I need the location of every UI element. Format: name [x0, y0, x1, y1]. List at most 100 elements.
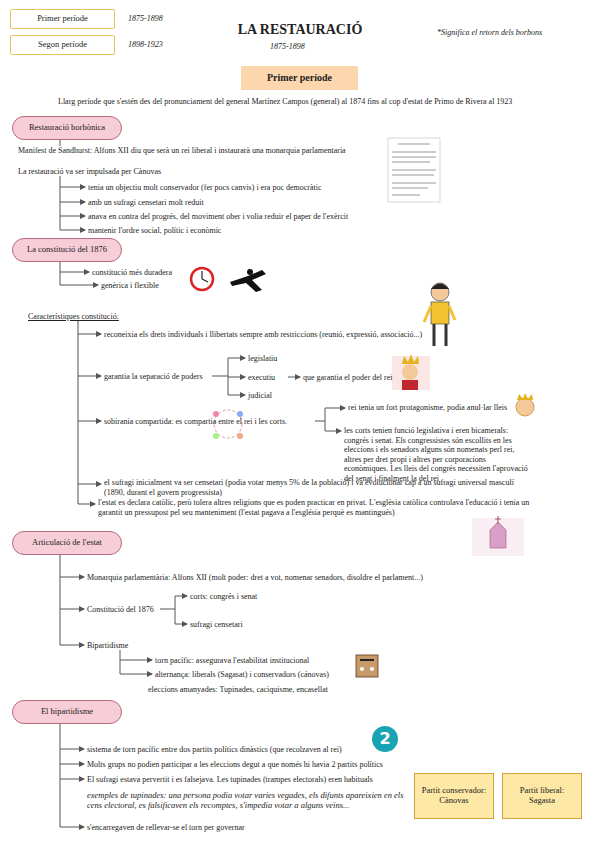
text-label: Constitució del 1876 — [87, 605, 177, 615]
person-figure — [424, 283, 455, 346]
branch-line — [60, 724, 61, 827]
topic-box: Articulació de l'estat — [12, 531, 122, 555]
branch-line — [325, 431, 341, 432]
people-circle-image — [237, 433, 243, 439]
topic-box: La constitució del 1876 — [12, 238, 122, 262]
branch-line — [60, 749, 84, 750]
text-label: exemples de tupinades: una persona podia… — [87, 790, 409, 810]
text-label: sufragi censetari — [190, 620, 310, 630]
branch-line — [60, 609, 84, 610]
text-label: Monarquia parlamentària: Alfons XII (mol… — [87, 573, 507, 583]
text-label: mantenir l'ordre social, polític i econò… — [88, 226, 388, 236]
text-label: legislatiu — [248, 354, 308, 364]
branch-line — [175, 624, 187, 625]
branch-line — [325, 408, 345, 409]
ballot-box-image — [360, 659, 374, 661]
text-label: Característiques constitució: — [28, 312, 188, 322]
text-label: Molts grups no podien participar a les e… — [87, 760, 457, 770]
dancer-symbol — [230, 269, 266, 292]
document-image — [388, 138, 440, 202]
branch-line — [60, 230, 85, 231]
text-label: torn pacífic: assegurava l'estabilitat i… — [155, 656, 355, 666]
king-image — [402, 354, 419, 364]
branch-line — [228, 358, 245, 359]
topic-box: Partit liberal: Sagasta — [502, 773, 582, 819]
node-text: Partit liberal: Sagasta — [506, 786, 578, 806]
branch-line — [60, 187, 85, 188]
text-label: El sufragi estava pervertit i es falseja… — [87, 775, 409, 785]
text-label: amb un sufragi censetari molt reduit — [88, 198, 388, 208]
node-text: 2 — [379, 730, 390, 748]
text-label: Llarg període que s'estén des del pronun… — [58, 97, 578, 107]
node-text: Articulació de l'estat — [32, 538, 102, 548]
document-image — [388, 138, 440, 202]
topic-box: Primer període — [10, 9, 115, 29]
branch-line — [78, 421, 101, 422]
people-circle-image — [237, 411, 243, 417]
text-label: 1875-1898 — [270, 42, 330, 52]
topic-box: Segon període — [10, 35, 115, 55]
ballot-box-image — [360, 667, 364, 671]
text-label: anava en contra del progrés, del movimen… — [88, 212, 408, 222]
topic-box: Restauració borbònica — [12, 116, 122, 140]
text-label: s'encarregaven de rellevar-se el torn pe… — [87, 823, 337, 833]
text-label: sistema de torn pacífic entre dos partit… — [87, 745, 427, 755]
topic-box: Partit conservador: Cànovas — [414, 773, 494, 819]
branch-line — [60, 140, 61, 146]
ballot-box-image — [370, 667, 374, 671]
king-image — [392, 354, 430, 390]
branch-line — [78, 504, 95, 505]
person-figure — [431, 302, 449, 324]
branch-line — [60, 779, 84, 780]
text-label: les corts tenien funció legislativa i er… — [344, 426, 530, 484]
branch-line — [60, 764, 84, 765]
text-label: La restauració va ser impulsada per Càno… — [18, 167, 318, 177]
branch-line — [120, 660, 152, 661]
text-label: constitució més duradera — [92, 268, 212, 278]
dancer-symbol — [247, 269, 253, 275]
branch-line — [60, 285, 98, 286]
clock-symbol — [191, 268, 213, 290]
branch-line — [160, 596, 175, 624]
branch-line — [212, 358, 228, 395]
person-figure — [431, 283, 449, 301]
clock-symbol — [191, 268, 213, 290]
text-label: l'estat es declara catòlic, però tolera … — [98, 498, 538, 517]
text-label: 1898-1923 — [128, 40, 208, 50]
people-circle-image — [213, 433, 219, 439]
church-image — [472, 516, 524, 556]
ballot-box-image — [356, 655, 378, 677]
branch-line — [228, 395, 245, 396]
text-label: el sufragi inicialment va ser censetari … — [104, 478, 534, 497]
node-text: Partit conservador: Cànovas — [418, 786, 490, 806]
person-figure — [424, 306, 455, 322]
text-label: 1875-1898 — [128, 14, 208, 24]
topic-box: El bipartidisme — [12, 700, 122, 724]
node-text: Primer període — [37, 14, 88, 24]
dancer-symbol — [230, 270, 266, 292]
clock-symbol — [202, 271, 208, 282]
text-label: garantia la separació de poders — [104, 372, 234, 382]
branch-line — [175, 596, 187, 597]
branch-line — [78, 320, 79, 504]
text-label: *Significa el retorn dels borbons — [437, 28, 587, 38]
branch-line — [60, 272, 89, 273]
branch-line — [60, 555, 61, 645]
person-figure — [431, 284, 449, 290]
branch-line — [78, 376, 101, 377]
branch-line — [60, 645, 84, 646]
node-text: Primer període — [267, 72, 332, 84]
text-label: sobirania compartida: es compartia entre… — [104, 417, 319, 427]
text-label: rei tenia un fort protagonisme, podia an… — [348, 403, 523, 413]
king-image — [402, 364, 418, 380]
branch-line — [60, 176, 61, 230]
church-image — [490, 522, 506, 548]
church-image — [495, 516, 501, 524]
king-face-image — [516, 398, 534, 416]
branch-line — [228, 377, 245, 378]
text-label: Bipartidisme — [87, 641, 167, 651]
branch-line — [120, 650, 121, 674]
text-label: tenia un objectiu molt conservador (fer … — [88, 183, 388, 193]
node-text: Restauració borbònica — [29, 123, 105, 133]
